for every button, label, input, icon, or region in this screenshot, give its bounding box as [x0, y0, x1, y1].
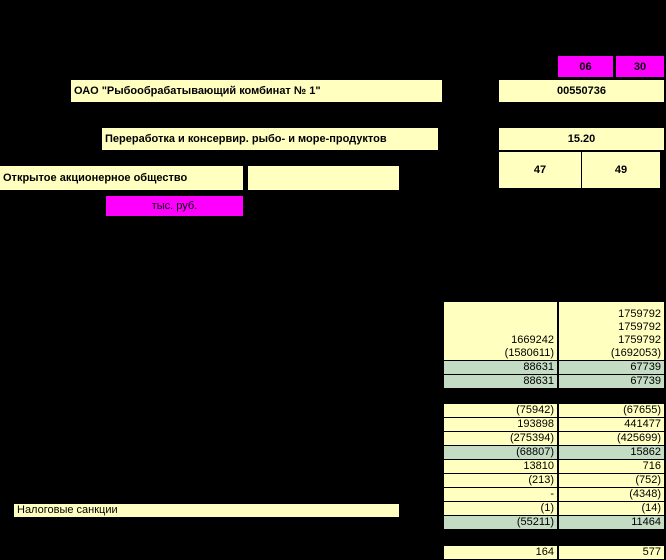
value-cell: 1759792	[618, 321, 661, 333]
value-cell: (213)	[444, 474, 557, 487]
value-cell: (67655)	[559, 404, 664, 417]
legal-form-field[interactable]: Открытое акционерное общество	[0, 166, 243, 190]
org-name-field[interactable]: ОАО "Рыбообрабатывающий комбинат № 1"	[71, 80, 442, 102]
value-cell: (68807)	[444, 446, 557, 459]
value-cell: (14)	[559, 502, 664, 515]
table-row: (55211)11464	[444, 516, 664, 530]
value-cell	[444, 321, 557, 334]
table-row: (68807)15862	[444, 446, 664, 460]
okved-code: 15.20	[499, 128, 664, 150]
ownership-form-field[interactable]	[248, 166, 399, 190]
value-cell: 88631	[444, 361, 557, 374]
value-cell: (425699)	[559, 432, 664, 445]
value-cell: -	[444, 488, 557, 501]
ofs-code: 49	[582, 152, 660, 188]
day-code: 30	[616, 56, 664, 77]
top-block-col1: 1669242	[444, 302, 557, 347]
table-row: (1)(14)	[444, 502, 664, 516]
value-cell: 67739	[559, 375, 664, 388]
value-cell: 67739	[559, 361, 664, 374]
value-cell: (1692053)	[559, 347, 664, 360]
activity-field[interactable]: Переработка и консервир. рыбо- и море-пр…	[102, 128, 438, 150]
okpo-code: 00550736	[499, 80, 664, 102]
value-cell: (1)	[444, 502, 557, 515]
value-cell: 193898	[444, 418, 557, 431]
value-cell: (1580611)	[444, 347, 557, 360]
table-row: (75942)(67655)	[444, 404, 664, 418]
value-cell: 716	[559, 460, 664, 473]
value-cell: 577	[559, 546, 664, 559]
opf-code: 47	[499, 152, 581, 188]
value-cell: (75942)	[444, 404, 557, 417]
value-cell: (55211)	[444, 516, 557, 529]
tax-sanctions-label: Налоговые санкции	[14, 504, 399, 517]
value-cell: 1759792	[618, 308, 661, 320]
value-cell: 11464	[559, 516, 664, 529]
value-cell: 13810	[444, 460, 557, 473]
value-cell: 15862	[559, 446, 664, 459]
table-row: (1580611)(1692053)	[444, 347, 664, 361]
value-cell	[444, 308, 557, 321]
unit-field[interactable]: тыс. руб.	[106, 196, 243, 216]
table-row: (213)(752)	[444, 474, 664, 488]
value-cell: 88631	[444, 375, 557, 388]
top-block-col2: 1759792 1759792 1759792	[559, 302, 664, 347]
month-code: 06	[558, 56, 613, 77]
value-cell: (4348)	[559, 488, 664, 501]
value-cell: 164	[444, 546, 557, 559]
value-cell: 1759792	[618, 334, 661, 346]
value-cell: (752)	[559, 474, 664, 487]
value-cell: 1669242	[511, 334, 554, 346]
value-cell: 441477	[559, 418, 664, 431]
table-row: -(4348)	[444, 488, 664, 502]
table-row: (275394)(425699)	[444, 432, 664, 446]
value-cell: (275394)	[444, 432, 557, 445]
